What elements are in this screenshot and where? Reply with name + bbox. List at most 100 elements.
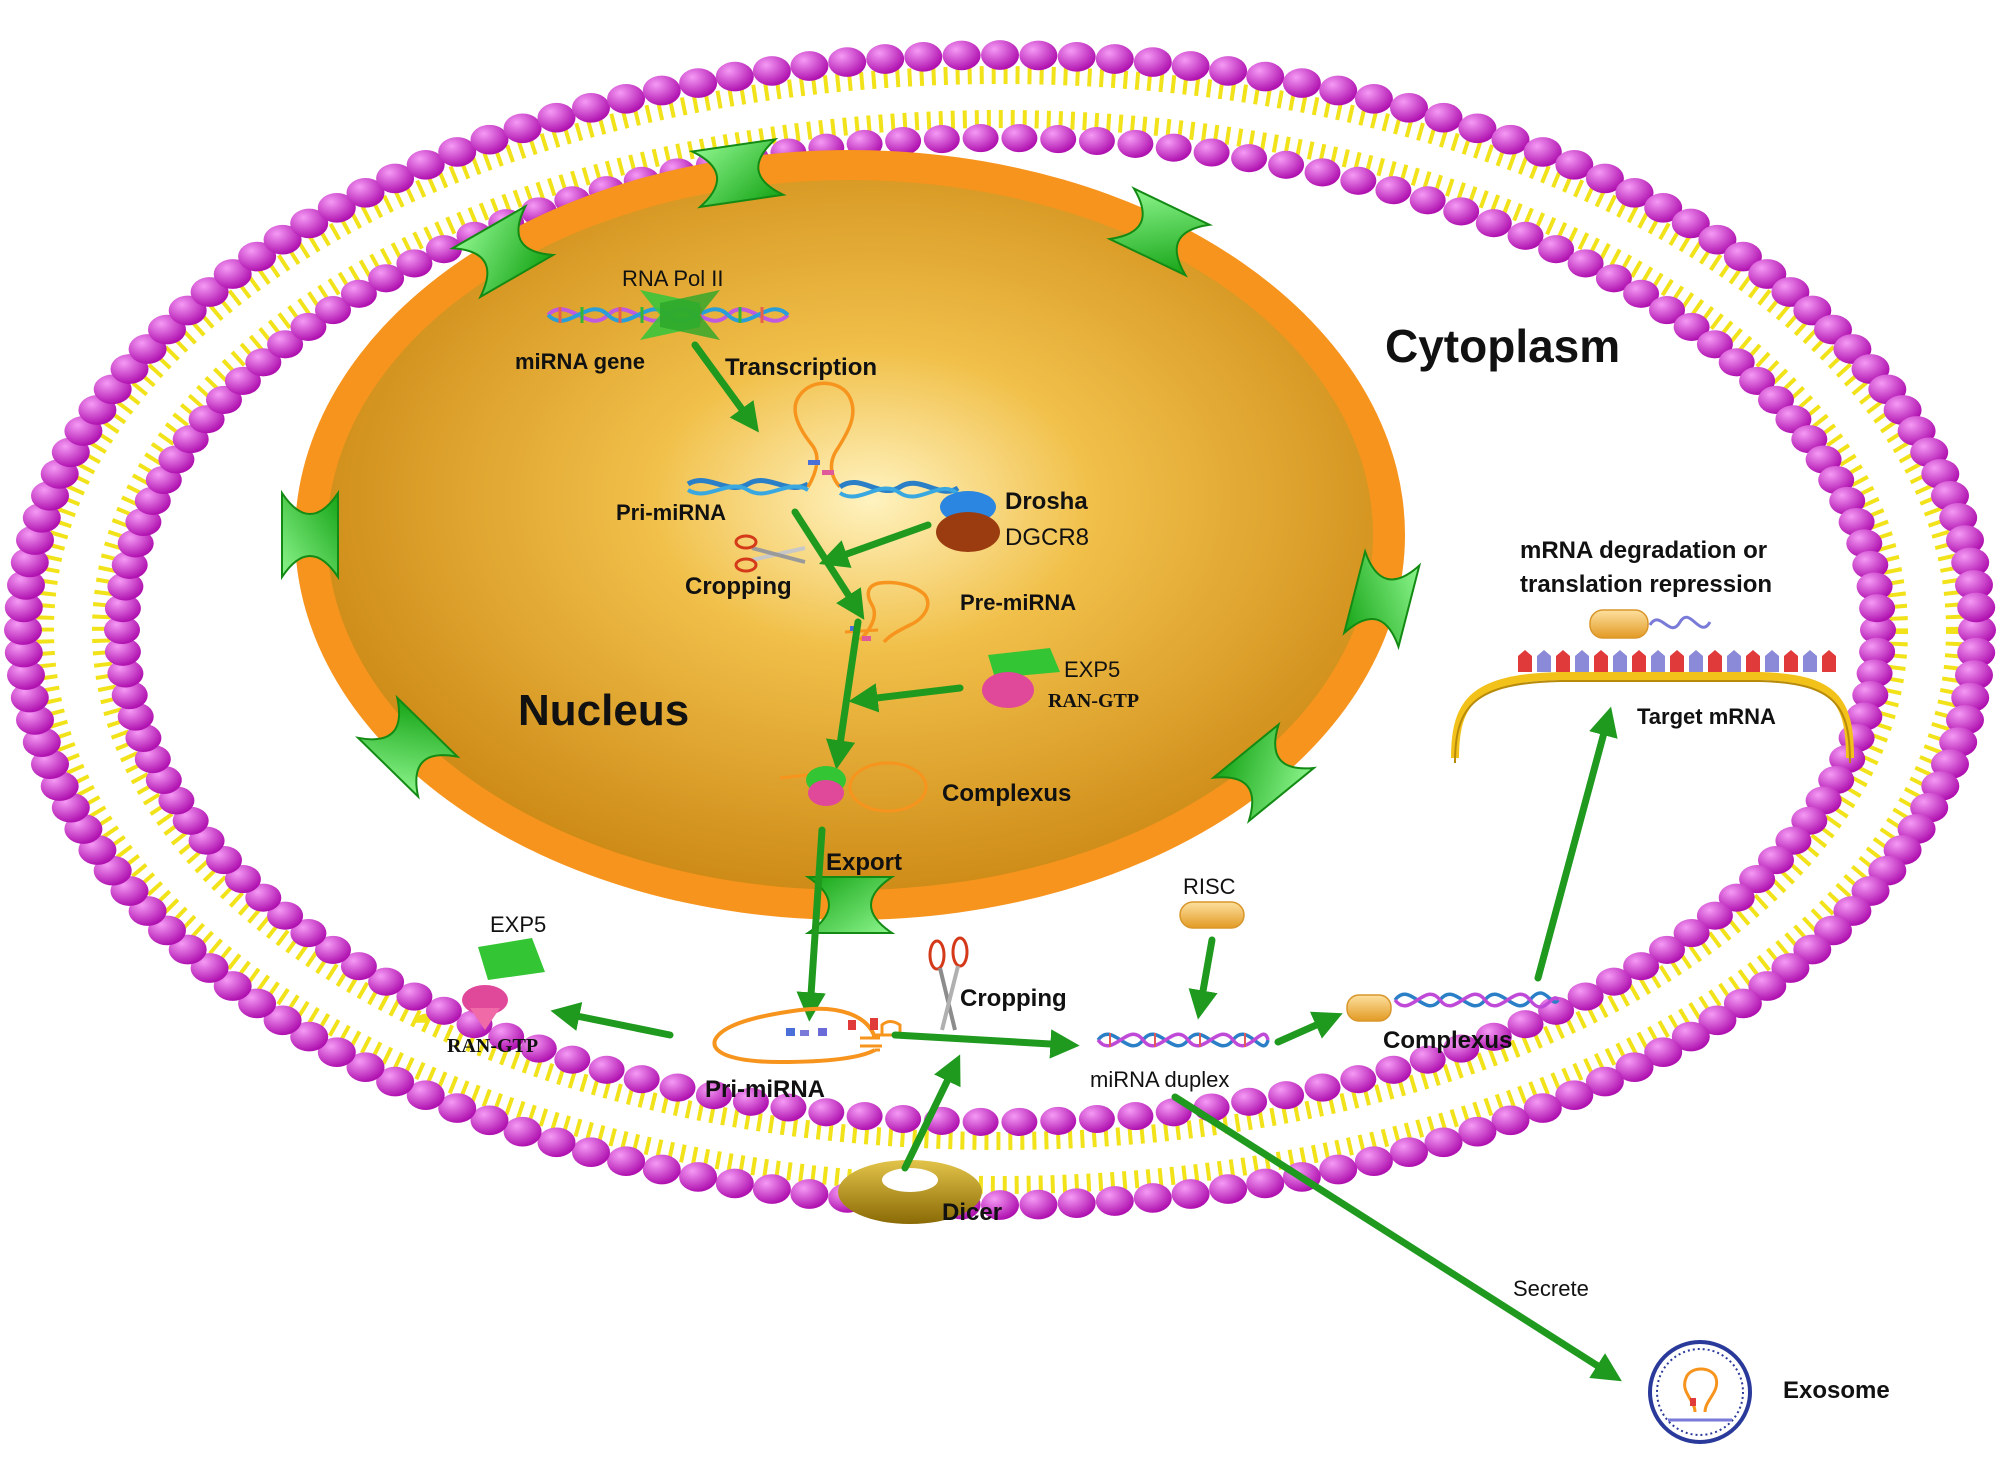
lipid-head xyxy=(107,659,144,688)
lipid-head xyxy=(1443,197,1480,226)
lipid-head xyxy=(1209,56,1248,86)
lipid-head xyxy=(376,163,415,194)
complexus-nucleus-label: Complexus xyxy=(942,780,1071,807)
lipid-head xyxy=(1567,249,1604,278)
lipid-head xyxy=(1155,133,1192,162)
inner-lipid-tails xyxy=(92,110,1908,1150)
lipid-head xyxy=(885,1104,922,1134)
lipid-head xyxy=(1644,192,1683,223)
lipid-head xyxy=(1739,865,1776,894)
lipid-head xyxy=(1951,547,1990,578)
lipid-head xyxy=(104,615,140,645)
lipid-head xyxy=(1340,1065,1377,1094)
nucleoplasm xyxy=(327,180,1373,890)
lipid-head xyxy=(1268,150,1305,179)
lipid-head xyxy=(790,51,829,81)
to-target-arrow xyxy=(1534,706,1618,982)
lipid-head xyxy=(315,296,351,325)
lipid-head xyxy=(125,507,162,537)
lipid-head xyxy=(1340,166,1377,195)
lipid-head xyxy=(1698,224,1737,255)
nuclear-pore xyxy=(355,694,461,800)
lipid-head xyxy=(1957,592,1996,623)
mirna-duplex-label: miRNA duplex xyxy=(1090,1067,1229,1092)
lipid-head xyxy=(1001,124,1038,153)
cropping-arrow xyxy=(791,508,865,620)
lipid-head xyxy=(1078,126,1115,156)
lipid-head xyxy=(1958,615,1996,645)
lipid-head xyxy=(1555,1080,1594,1111)
lipid-head xyxy=(1673,312,1710,341)
lipid-head xyxy=(1649,935,1685,964)
lipid-head xyxy=(1846,529,1883,558)
target-mrna-label: Target mRNA xyxy=(1637,704,1776,729)
lipid-head xyxy=(368,967,405,996)
transcription-label: Transcription xyxy=(725,354,877,381)
lipid-head xyxy=(1095,1186,1134,1216)
exp5-nucleus-protein xyxy=(988,648,1060,678)
lipid-head xyxy=(607,83,646,114)
lipid-head xyxy=(623,1065,660,1094)
lipid-head xyxy=(572,92,610,123)
lipid-head xyxy=(1595,264,1632,293)
nuclear-pore xyxy=(688,137,787,209)
lipid-head xyxy=(104,594,141,623)
lipid-head xyxy=(1231,1087,1268,1116)
lipid-head xyxy=(267,330,304,359)
mrna-effect-line1: mRNA degradation or xyxy=(1520,537,1767,564)
nuclear-pore xyxy=(1106,186,1214,278)
lipid-head xyxy=(346,1052,385,1083)
lipid-head xyxy=(7,570,45,600)
lipid-head xyxy=(1538,235,1575,264)
pre-mirna-label: Pre-miRNA xyxy=(960,590,1076,615)
lipid-head xyxy=(1375,176,1412,205)
lipid-head xyxy=(679,68,718,98)
lipid-head xyxy=(10,682,49,713)
lipid-head xyxy=(923,125,960,154)
lipid-head xyxy=(340,952,377,981)
mirna-gene-dna xyxy=(546,290,790,340)
lipid-head xyxy=(425,235,462,264)
lipid-head xyxy=(1458,113,1497,144)
lipid-head xyxy=(1354,1146,1393,1177)
lipid-head xyxy=(1758,846,1794,875)
lipid-head xyxy=(1671,1021,1710,1052)
lipid-head xyxy=(245,883,282,912)
ran-gtp-nucleus-label: RAN-GTP xyxy=(1048,690,1139,712)
lipid-head xyxy=(1939,502,1978,533)
lipid-head xyxy=(1001,1107,1038,1136)
exp5-release-arrow xyxy=(550,1002,674,1039)
complexus-cytoplasm-icon xyxy=(1346,991,1560,1022)
lipid-head xyxy=(503,113,542,144)
lipid-head xyxy=(1567,982,1604,1011)
lipid-head xyxy=(715,61,754,92)
lipid-head xyxy=(1078,1104,1115,1134)
lipid-head xyxy=(1507,221,1544,250)
lipid-head xyxy=(1623,279,1660,308)
lipid-head xyxy=(770,1093,807,1122)
lipid-head xyxy=(1117,1102,1154,1131)
exp5-cytoplasm-label: EXP5 xyxy=(490,912,546,937)
lipid-head xyxy=(340,279,377,308)
lipid-head xyxy=(1748,259,1787,289)
lipid-head xyxy=(1443,1034,1480,1063)
cropping-cytoplasm-label: Cropping xyxy=(960,985,1067,1012)
lipid-head xyxy=(1696,901,1733,930)
exosome-label: Exosome xyxy=(1783,1377,1890,1404)
lipid-head xyxy=(1354,83,1393,114)
lipid-head xyxy=(1475,1022,1512,1051)
export-label: Export xyxy=(826,849,902,876)
nucleus xyxy=(281,137,1422,934)
lipid-head xyxy=(1040,1106,1077,1135)
outer-lipid-tails xyxy=(36,66,1964,1194)
lipid-head xyxy=(1846,702,1883,731)
ran-gtp-cytoplasm-label: RAN-GTP xyxy=(447,1035,538,1057)
lipid-head xyxy=(1491,124,1530,155)
lipid-head xyxy=(317,192,356,223)
lipid-head xyxy=(107,572,144,601)
lipid-head xyxy=(1475,209,1512,238)
outer-lipid-heads xyxy=(4,40,1996,1220)
lipid-head xyxy=(134,745,171,774)
lipid-head xyxy=(1171,51,1210,81)
lipid-head xyxy=(263,1005,302,1036)
